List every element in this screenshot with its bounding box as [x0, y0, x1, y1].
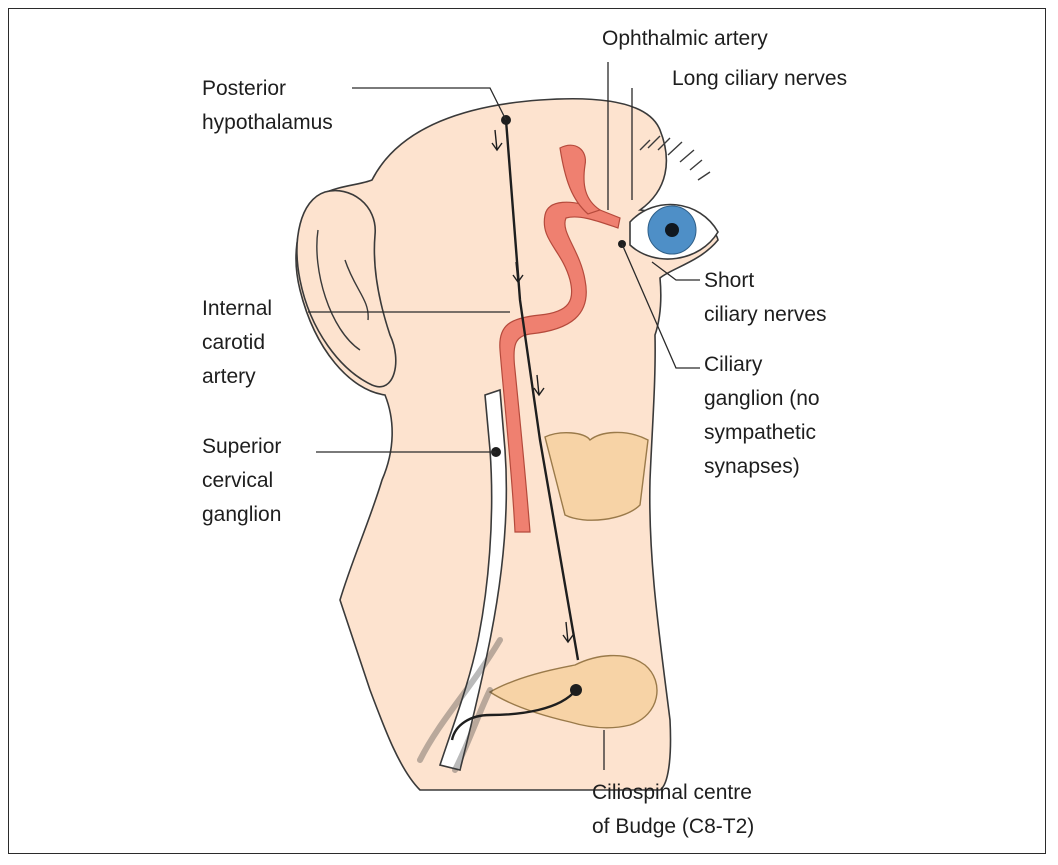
label-line: Ophthalmic artery — [602, 27, 768, 50]
label-line: Posterior — [202, 77, 287, 100]
label-line: Long ciliary nerves — [672, 67, 848, 90]
label-ciliary-ganglion: Ciliary ganglion (no sympathetic synapses) — [704, 348, 820, 484]
leader-line — [352, 87, 507, 121]
label-line: ganglion (no — [704, 387, 820, 410]
label-short-ciliary-nerves: Short ciliary nerves — [704, 264, 827, 332]
internal-carotid-artery — [499, 201, 621, 533]
figure-border — [8, 8, 1046, 854]
ear — [296, 189, 397, 388]
ophthalmic-artery-branch — [559, 144, 602, 215]
direction-arrow — [533, 374, 545, 397]
pupil — [665, 223, 679, 237]
label-posterior-hypothalamus: Posterior hypothalamus — [202, 72, 333, 140]
label-line: artery — [202, 365, 256, 388]
label-line: cervical — [202, 469, 274, 492]
label-internal-carotid-artery: Internal carotid artery — [202, 292, 272, 394]
vertebra-upper — [544, 431, 649, 521]
label-long-ciliary-nerves: Long ciliary nerves — [672, 62, 847, 96]
label-line: ciliary nerves — [704, 303, 827, 326]
label-line: of Budge (C8-T2) — [592, 815, 755, 838]
label-line: carotid — [202, 331, 266, 354]
lower-cervical-nerve-branches — [417, 637, 503, 773]
label-line: Internal — [202, 297, 273, 320]
first-order-neuron-pathway — [504, 119, 580, 661]
label-superior-cervical-ganglion: Superior cervical ganglion — [202, 430, 281, 532]
label-line: hypothalamus — [202, 111, 333, 134]
direction-arrow — [512, 261, 524, 284]
label-line: sympathetic — [704, 421, 817, 444]
label-ciliospinal-centre: Ciliospinal centre of Budge (C8-T2) — [592, 776, 754, 844]
ear-inner-fold — [316, 229, 369, 351]
eyelashes — [639, 135, 711, 181]
label-line: Superior — [202, 435, 282, 458]
label-line: synapses) — [704, 455, 800, 478]
leader-line — [651, 261, 700, 281]
label-line: Ciliary — [704, 353, 763, 376]
direction-arrow — [491, 129, 503, 152]
label-line: Short — [704, 269, 755, 292]
label-line: Ciliospinal centre — [592, 781, 752, 804]
label-ophthalmic-artery: Ophthalmic artery — [602, 22, 768, 56]
label-line: ganglion — [202, 503, 282, 526]
sympathetic-trunk-tube — [438, 388, 508, 771]
direction-arrow — [562, 621, 574, 644]
head-neck-silhouette — [295, 97, 719, 791]
preganglionic-fibre — [450, 689, 577, 741]
leader-line — [621, 243, 700, 369]
